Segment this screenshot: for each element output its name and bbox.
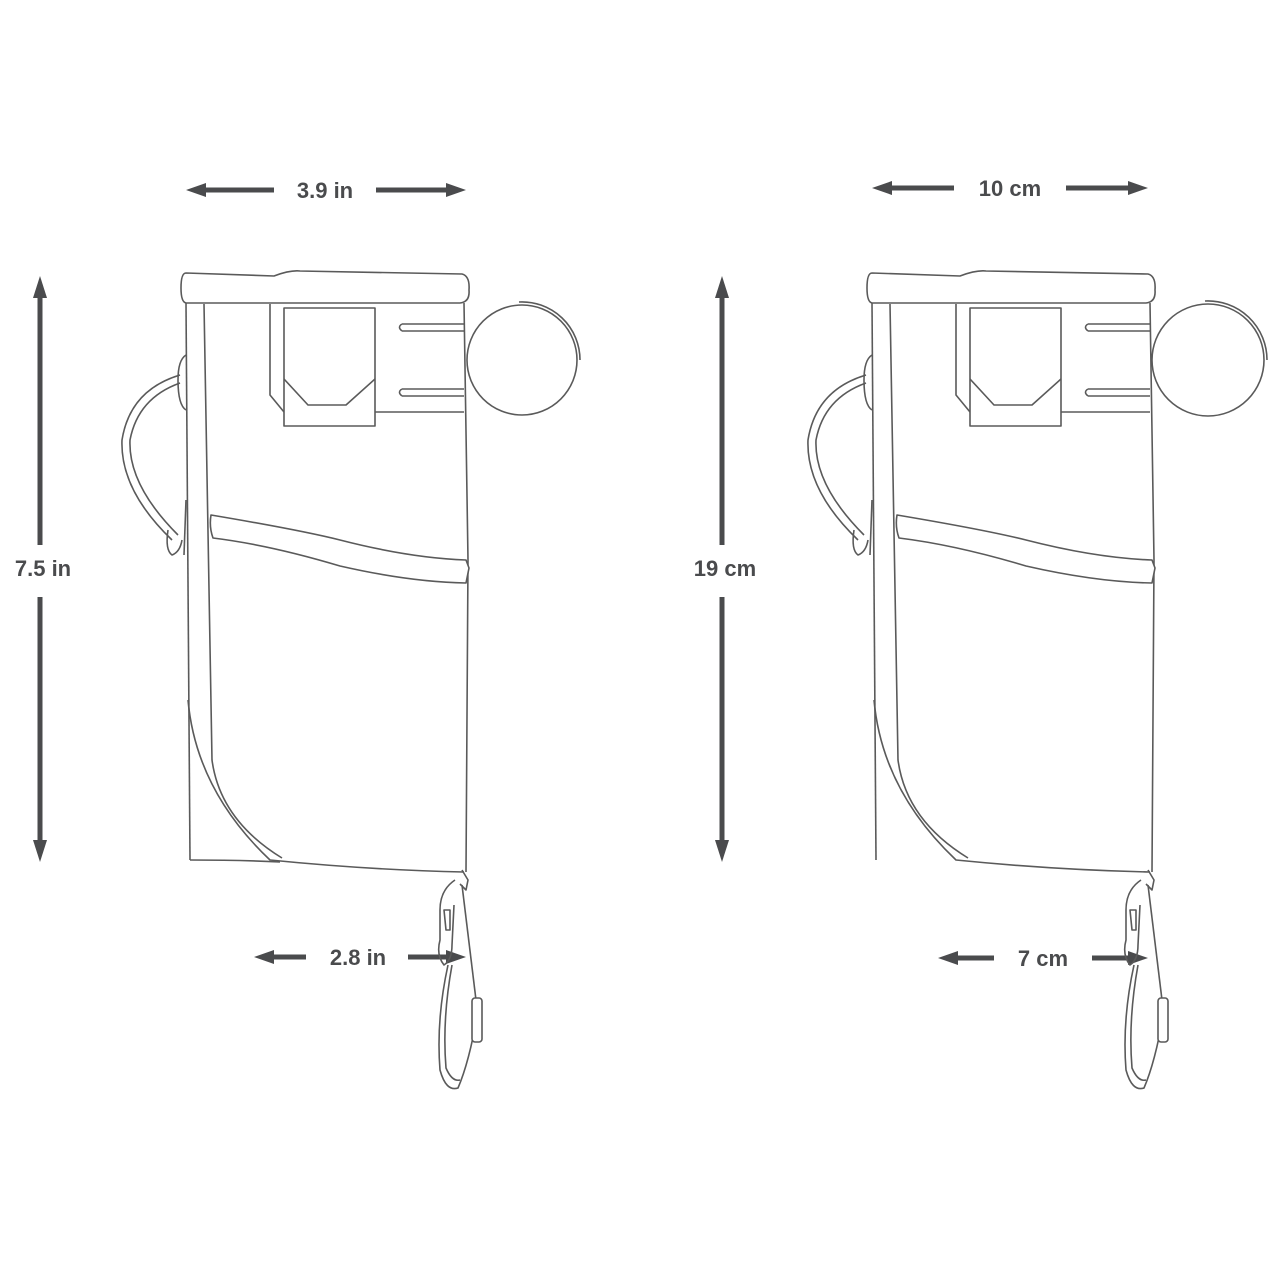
imperial-dimension-panel: 3.9 in 7.5 in 2.8 in [14,178,581,1090]
stem-bag-line-drawing [715,181,1268,1090]
height-arrow [715,276,729,862]
height-label: 19 cm [693,556,757,581]
top-width-label: 3.9 in [296,178,354,203]
height-label: 7.5 in [14,556,72,581]
top-width-label: 10 cm [978,176,1042,201]
bottom-width-label: 7 cm [1017,946,1069,971]
bottom-width-label: 2.8 in [329,945,387,970]
top-width-arrow [872,181,1148,195]
height-arrow [33,276,47,862]
top-width-arrow [186,183,466,197]
stem-bag-line-drawing [33,183,581,1090]
metric-dimension-panel: 10 cm 19 cm 7 cm [680,0,1280,1280]
